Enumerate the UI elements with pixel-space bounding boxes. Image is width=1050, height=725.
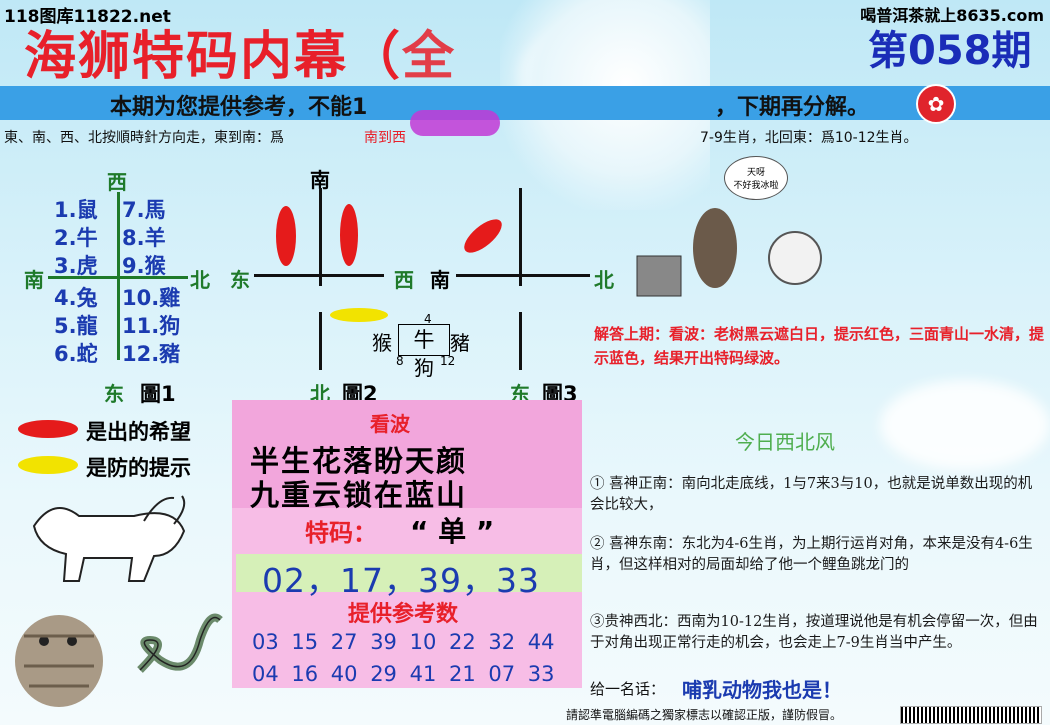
- fig2-below-char: 狗: [414, 356, 434, 380]
- analysis-para-1: ① 喜神正南：南向北走底线，1与7来3与10，也就是说单数出现的机会比较大，: [590, 476, 1033, 513]
- fig1-right: 北: [190, 268, 210, 292]
- fig2-right: 西: [394, 268, 414, 292]
- answer-text: 解答上期：看波：老树黑云遮白日，提示红色，三面青山一水清，提示蓝色，结果开出特码…: [594, 325, 1045, 367]
- fig3-vertical-line-top: [519, 188, 522, 286]
- fig2-left: 东: [230, 268, 250, 292]
- fig3-right: 北: [594, 268, 614, 292]
- hk-flag-icon: ✿: [916, 84, 956, 124]
- footer-notice: 請認準電腦編碼之獨家標志以確認正版，謹防假冒。: [566, 708, 843, 722]
- zodiac-item: 2.牛: [54, 226, 98, 250]
- numbers-bar: [236, 554, 582, 592]
- fig3-vertical-line-bottom: [519, 312, 522, 370]
- analysis-para-2: ② 喜神东南：东北为4-6生肖，为上期行运肖对角，本来是没有4-6生肖，但这样相…: [590, 536, 1033, 573]
- zodiac-item: 3.虎: [54, 254, 98, 278]
- fig2-center-box: 牛: [398, 324, 450, 356]
- red-marker: [340, 204, 358, 266]
- rule-text: 東、南、西、北按順時針方向走，東到南：爲南到西: [4, 130, 406, 146]
- wave-title: 看波: [370, 412, 410, 436]
- vip-stamp: [410, 110, 500, 136]
- numbers-panel: [232, 508, 582, 688]
- fig2-vertical-line-top: [319, 188, 322, 286]
- fig1-col-right: 7.馬 8.羊 9.猴 10.雞 11.狗 12.豬: [122, 196, 180, 368]
- poem-line-1: 半生花落盼天颜: [250, 444, 468, 478]
- poem-line-2: 九重云锁在蓝山: [250, 478, 468, 512]
- tiger-illustration: [15, 615, 103, 707]
- fig2-horizontal-line: [254, 274, 384, 277]
- fig1-top: 西: [107, 170, 127, 194]
- banner-text-left: 本期为您提供参考，不能1: [110, 95, 368, 120]
- snake-illustration: [137, 613, 223, 673]
- zodiac-item: 8.羊: [122, 226, 166, 250]
- banner: [0, 86, 1050, 120]
- wind-heading: 今日西北风: [735, 430, 835, 454]
- reference-row-1: 03 15 27 39 10 22 32 44: [252, 630, 555, 654]
- yellow-legend-swatch: [18, 456, 78, 474]
- fig2-num-left: 8: [396, 354, 404, 368]
- page-title: 海狮特码内幕（全: [24, 26, 457, 87]
- red-legend-text: 是出的希望: [86, 420, 191, 444]
- cartoon-illustration: [636, 208, 822, 297]
- zodiac-item: 7.馬: [122, 198, 166, 222]
- fig1-col-left: 1.鼠 2.牛 3.虎 4.兔 5.龍 6.蛇: [54, 196, 98, 368]
- riddle-label: 给一名话：: [590, 680, 666, 698]
- special-value: “ 单 ”: [410, 515, 495, 548]
- zodiac-item: 10.雞: [122, 286, 181, 310]
- zodiac-item: 6.蛇: [54, 342, 98, 366]
- site-left-text: 118图库11822.net: [4, 7, 171, 27]
- zodiac-item: 4.兔: [54, 286, 98, 310]
- fig2-vertical-line-bottom: [319, 312, 322, 370]
- fig2-right-char: 豬: [450, 331, 470, 355]
- zodiac-item: 12.豬: [122, 342, 181, 366]
- reference-row-2: 04 16 40 29 41 21 07 33: [252, 662, 555, 686]
- rule-text-right: 7-9生肖，北回東：爲10-12生肖。: [700, 130, 918, 146]
- red-marker: [276, 206, 296, 266]
- fig2-num-right: 12: [440, 354, 456, 368]
- fig2-top: 南: [310, 168, 330, 192]
- reference-title: 提供参考数: [348, 602, 459, 627]
- fig1-horizontal-line: [48, 276, 188, 279]
- yellow-marker: [330, 308, 388, 322]
- analysis-para-3: ③贵神西北：西南为10-12生肖，按道理说他是有机会停留一次，但由于对角出现正常…: [590, 614, 1038, 651]
- special-label: 特码：: [305, 519, 377, 547]
- red-legend-swatch: [18, 420, 78, 438]
- banner-text-right: ，下期再分解。: [715, 95, 870, 120]
- barcode-stamp: [900, 706, 1042, 724]
- cloud-decoration: [880, 380, 1050, 470]
- fig1-label: 圖1: [140, 382, 176, 406]
- fig2-num-top: 4: [424, 312, 432, 326]
- site-right-text: 喝普洱茶就上8635.com: [860, 6, 1044, 25]
- fig3-horizontal-line: [456, 274, 590, 277]
- special-numbers: 02，17，39，33: [262, 561, 540, 600]
- zodiac-item: 5.龍: [54, 314, 98, 338]
- zodiac-item: 9.猴: [122, 254, 166, 278]
- issue-number: 第058期: [868, 28, 1032, 74]
- zodiac-item: 11.狗: [122, 314, 181, 338]
- yellow-legend-text: 是防的提示: [86, 456, 191, 480]
- fig1-bottom: 东: [104, 382, 124, 406]
- fig3-top: 南: [430, 268, 450, 292]
- ox-illustration: [32, 495, 186, 582]
- zodiac-item: 1.鼠: [54, 198, 98, 222]
- riddle-text: 哺乳动物我也是！: [682, 678, 842, 702]
- fig1-left: 南: [24, 268, 44, 292]
- fig2-left-char: 猴: [372, 331, 392, 355]
- speech-bubble: 天呀不好我冰啦: [724, 156, 788, 200]
